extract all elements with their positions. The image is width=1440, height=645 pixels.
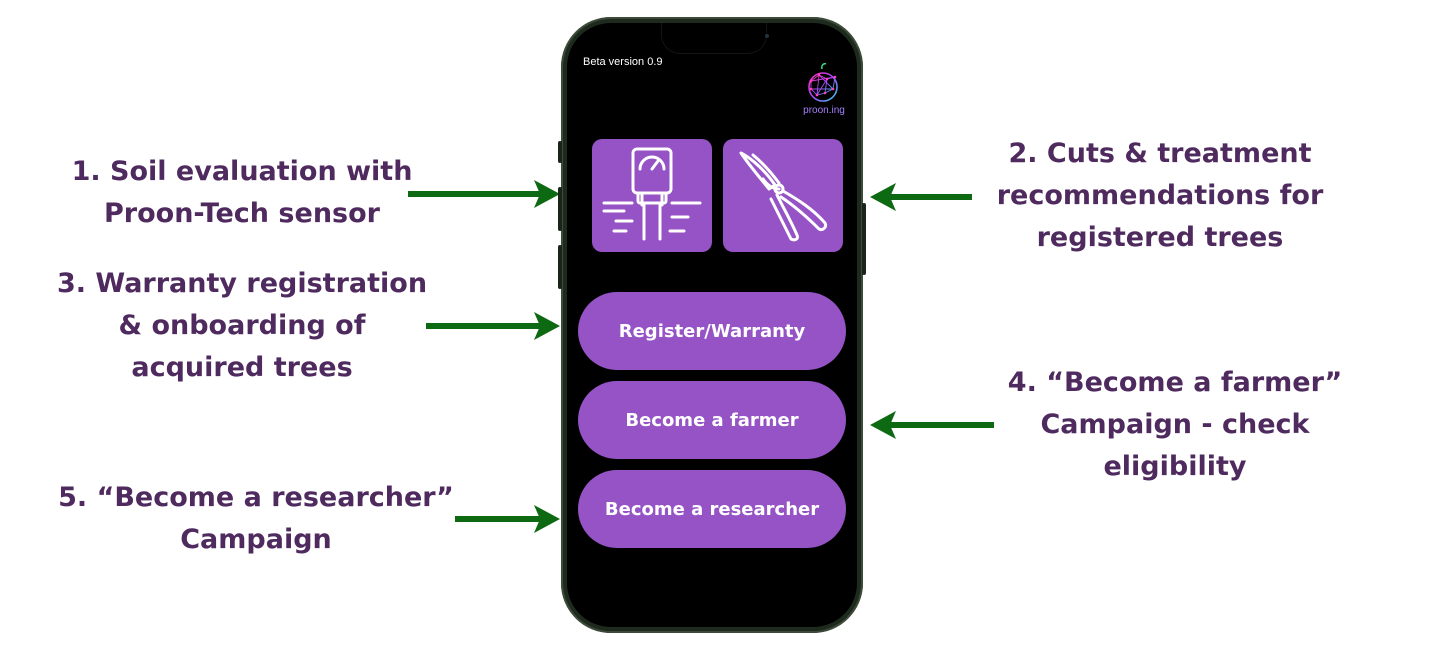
callout-become-researcher: 5. “Become a researcher” Campaign xyxy=(36,477,476,561)
callout-soil-evaluation: 1. Soil evaluation with Proon-Tech senso… xyxy=(52,151,432,235)
phone-frame: Beta version 0.9 xyxy=(558,17,866,633)
logo-text: proon.ing xyxy=(803,105,845,116)
phone-side-button xyxy=(558,141,562,163)
version-label: Beta version 0.9 xyxy=(583,56,663,68)
callout-researcher-line2: Campaign xyxy=(180,524,332,555)
callout-warranty-registration: 3. Warranty registration & onboarding of… xyxy=(42,263,442,389)
callout-farmer-line2: Campaign - check xyxy=(1040,409,1310,440)
phone-notch xyxy=(662,23,769,53)
callout-cuts-line3: registered trees xyxy=(1036,222,1284,253)
logo-fruit-icon xyxy=(808,63,838,102)
callout-soil-line2: Proon-Tech sensor xyxy=(104,198,380,229)
app-logo: proon.ing xyxy=(797,63,847,123)
callout-farmer-line3: eligibility xyxy=(1103,451,1247,482)
arrow-cuts xyxy=(866,183,972,211)
callout-cuts-line1: 2. Cuts & treatment xyxy=(1008,138,1312,169)
arrow-soil xyxy=(408,180,560,208)
phone-side-button xyxy=(558,245,562,289)
arrow-warranty xyxy=(426,312,560,340)
become-researcher-button[interactable]: Become a researcher xyxy=(578,470,846,548)
callout-warranty-line1: 3. Warranty registration xyxy=(56,268,428,299)
phone-screen: Beta version 0.9 xyxy=(567,23,857,627)
callout-researcher-line1: 5. “Become a researcher” xyxy=(58,482,454,513)
soil-sensor-icon xyxy=(602,147,702,241)
arrow-farmer xyxy=(866,411,994,439)
soil-sensor-tile[interactable] xyxy=(592,139,712,252)
callout-become-farmer: 4. “Become a farmer” Campaign - check el… xyxy=(990,362,1360,488)
callout-warranty-line3: acquired trees xyxy=(131,352,353,383)
pruning-tile[interactable] xyxy=(723,139,843,252)
pruning-shears-icon xyxy=(739,151,827,242)
phone-side-button xyxy=(862,203,866,275)
register-warranty-button[interactable]: Register/Warranty xyxy=(578,292,846,370)
callout-cuts-treatment: 2. Cuts & treatment recommendations for … xyxy=(975,133,1345,259)
callout-cuts-line2: recommendations for xyxy=(996,180,1324,211)
callout-soil-line1: 1. Soil evaluation with xyxy=(71,156,413,187)
phone-side-button xyxy=(558,187,562,231)
become-farmer-button[interactable]: Become a farmer xyxy=(578,381,846,459)
callout-farmer-line1: 4. “Become a farmer” xyxy=(1007,367,1343,398)
arrow-researcher xyxy=(455,505,560,533)
camera-icon xyxy=(765,34,769,38)
callout-warranty-line2: & onboarding of xyxy=(118,310,366,341)
